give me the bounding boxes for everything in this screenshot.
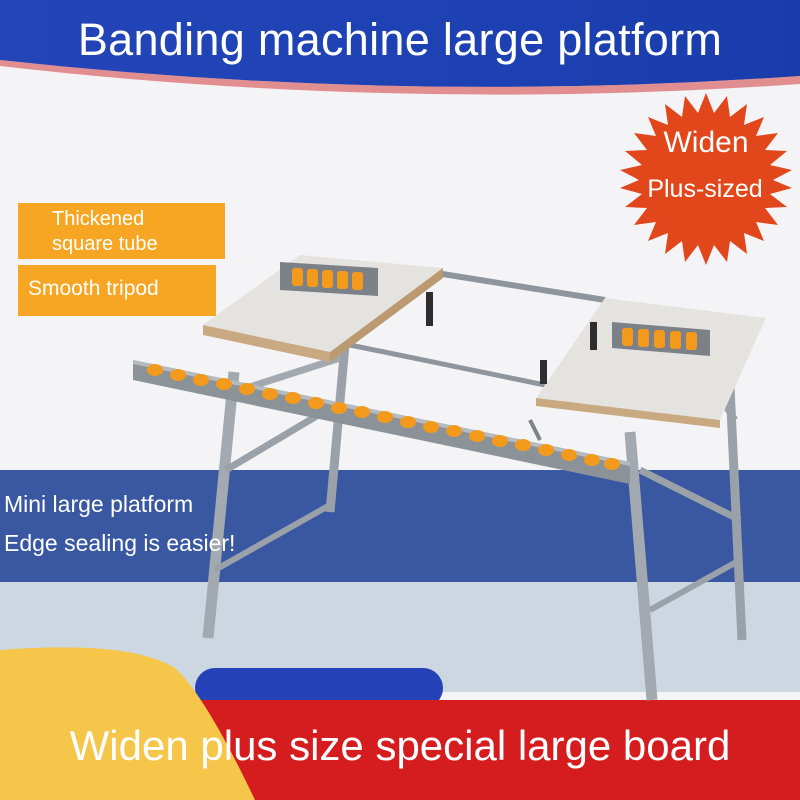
tag-thickened-line1: Thickened [52, 208, 145, 230]
widen-badge-burst [620, 93, 792, 265]
thickened-tube-tag: Thickened square tube [18, 203, 225, 259]
tag-tripod-label: Smooth tripod [28, 277, 159, 300]
badge-line1: Widen [663, 126, 749, 159]
middle-line2: Edge sealing is easier! [4, 530, 236, 556]
bottom-banner [0, 647, 800, 800]
bottom-title: Widen plus size special large board [69, 722, 731, 769]
smooth-tripod-tag: Smooth tripod [18, 265, 216, 316]
top-banner [0, 0, 800, 95]
middle-band [0, 470, 800, 582]
page-title: Banding machine large platform [77, 14, 723, 65]
middle-line1: Mini large platform [4, 491, 194, 517]
tag-thickened-line2: square tube [52, 233, 158, 255]
badge-line2: Plus-sized [647, 175, 763, 203]
